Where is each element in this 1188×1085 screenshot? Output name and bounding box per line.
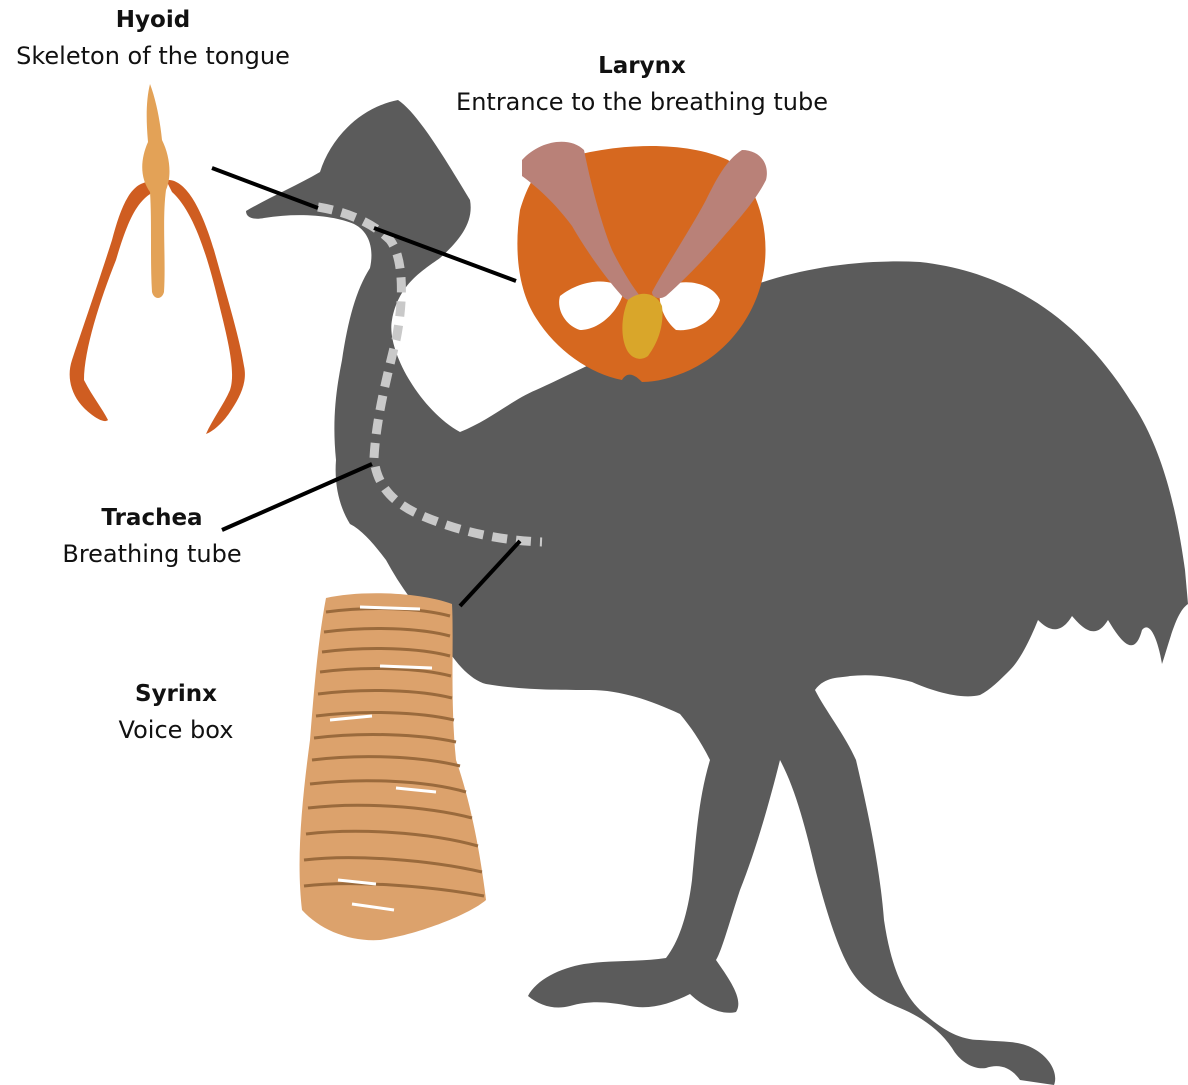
hyoid-label: Hyoid Skeleton of the tongue bbox=[0, 2, 306, 74]
hyoid-subtitle: Skeleton of the tongue bbox=[0, 38, 306, 74]
syrinx-subtitle: Voice box bbox=[70, 712, 282, 748]
hyoid-left-horn bbox=[70, 182, 154, 421]
syrinx-title: Syrinx bbox=[70, 676, 282, 712]
larynx-subtitle: Entrance to the breathing tube bbox=[430, 84, 854, 120]
hyoid-bone-image bbox=[70, 84, 245, 434]
syrinx-label: Syrinx Voice box bbox=[70, 676, 282, 748]
hyoid-title: Hyoid bbox=[0, 2, 306, 38]
trachea-title: Trachea bbox=[40, 500, 264, 536]
hyoid-right-horn bbox=[166, 180, 245, 434]
trachea-subtitle: Breathing tube bbox=[40, 536, 264, 572]
trachea-label: Trachea Breathing tube bbox=[40, 500, 264, 572]
larynx-title: Larynx bbox=[430, 48, 854, 84]
larynx-label: Larynx Entrance to the breathing tube bbox=[430, 48, 854, 120]
